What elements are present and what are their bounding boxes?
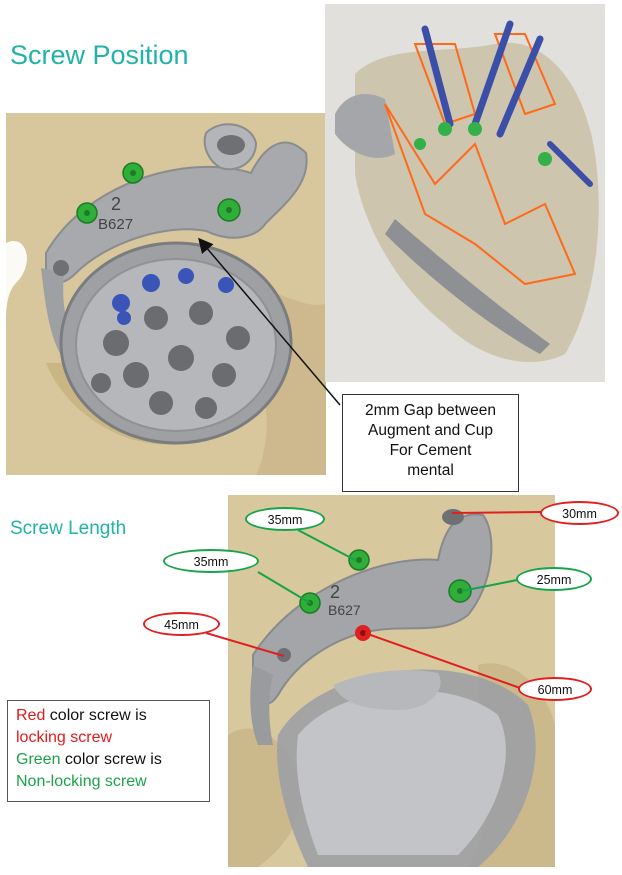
- screw-color-legend: Red color screw is locking screw Green c…: [7, 700, 210, 802]
- screw-label-30mm: 30mm: [540, 501, 619, 525]
- legend-locking-line: locking screw: [16, 729, 113, 746]
- screw-label-35mm-left: 35mm: [163, 549, 259, 573]
- augment-code-label: B627: [98, 216, 133, 233]
- legend-nonlocking-line: Non-locking screw: [16, 773, 147, 790]
- screw-label-60mm: 60mm: [518, 677, 592, 701]
- callout-line-2: Augment and Cup: [368, 422, 493, 439]
- implant-front-view-image: 2 B627: [6, 113, 326, 475]
- legend-red-rest: color screw is: [45, 707, 147, 724]
- callout-line-3: For Cement: [389, 442, 472, 459]
- screw-trajectory-xray-image: [325, 4, 605, 382]
- augment-code-label-2: B627: [328, 602, 361, 618]
- screw-label-35mm-top: 35mm: [245, 507, 325, 531]
- legend-green-line: Green color screw is: [16, 749, 209, 771]
- callout-line-1: 2mm Gap between: [365, 402, 496, 419]
- section-subtitle: Screw Length: [10, 518, 127, 539]
- cement-gap-callout: 2mm Gap between Augment and Cup For Ceme…: [342, 394, 519, 492]
- screw-label-25mm: 25mm: [516, 567, 592, 591]
- screw-label-45mm: 45mm: [143, 612, 220, 636]
- augment-number-label-2: 2: [330, 582, 340, 602]
- legend-red-line: Red color screw is: [16, 705, 209, 727]
- legend-red-word: Red: [16, 707, 46, 724]
- legend-green-rest: color screw is: [60, 751, 162, 768]
- screw-length-view-image: 2 B627: [228, 495, 555, 867]
- augment-number-label: 2: [111, 194, 121, 214]
- legend-green-word: Green: [16, 751, 61, 768]
- callout-line-4: mental: [407, 462, 454, 479]
- page-title: Screw Position: [10, 40, 189, 70]
